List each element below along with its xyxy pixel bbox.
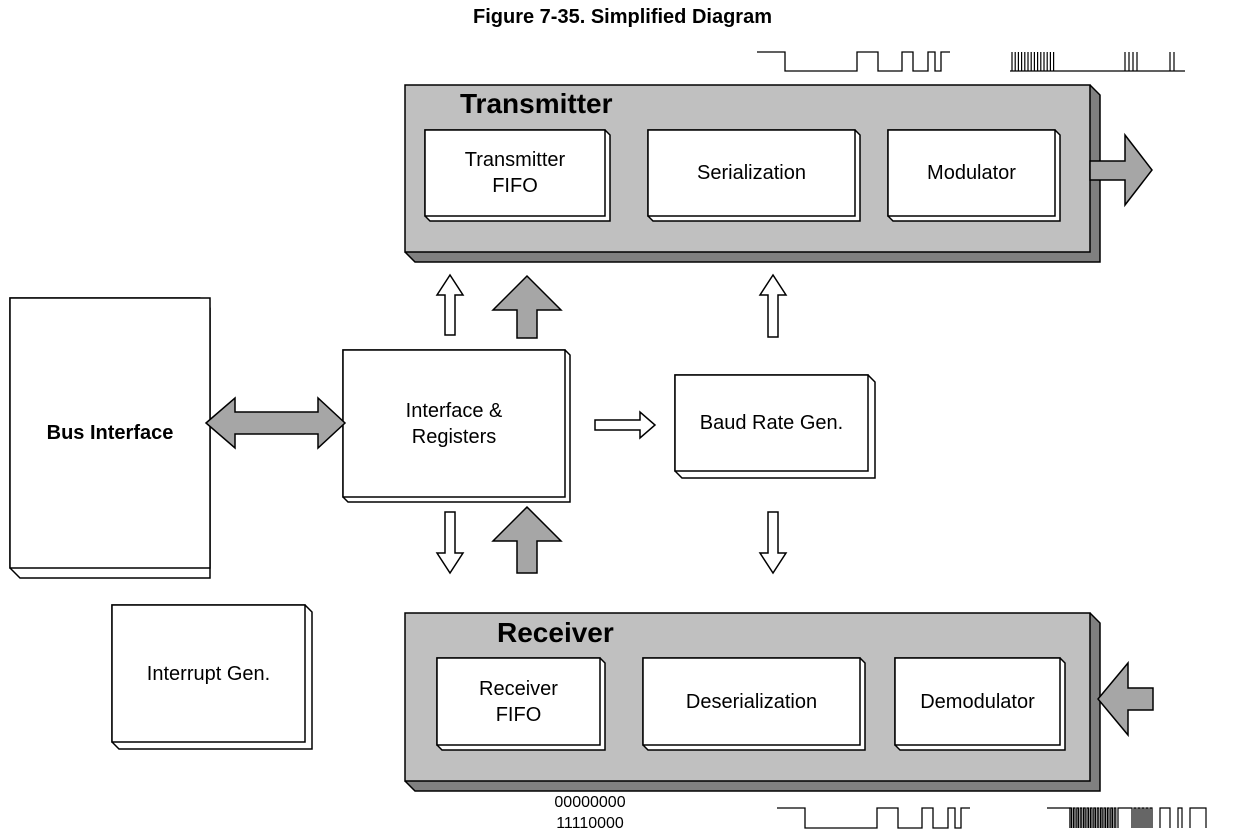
- demodulator-box: [894, 657, 1066, 751]
- bus-interface-label: Bus Interface: [46, 422, 174, 444]
- receiver-title: Receiver: [497, 617, 614, 648]
- hollow-arrow-up-left: [435, 273, 465, 336]
- serialization-label: Serialization: [697, 162, 806, 184]
- rx-waveform: [777, 807, 970, 829]
- baud-rate-gen-label: Baud Rate Gen.: [699, 412, 844, 434]
- modulator-box: [887, 129, 1061, 222]
- tx-pulse-train: [1010, 52, 1185, 72]
- receiver-fifo-label: Receiver FIFO: [479, 677, 558, 726]
- deserialization-box: [642, 657, 866, 751]
- modulator-label: Modulator: [927, 162, 1016, 184]
- gray-arrow-output: [1089, 132, 1153, 208]
- figure-title: Figure 7-35. Simplified Diagram: [473, 6, 772, 28]
- gray-double-arrow: [204, 396, 347, 450]
- bit-pattern-1: 00000000: [554, 794, 626, 811]
- hollow-arrow-down-left: [435, 511, 465, 575]
- bus-interface-box: [9, 297, 211, 579]
- hollow-arrow-down-baud: [758, 511, 788, 575]
- bit-pattern-2: 11110000: [556, 815, 624, 832]
- hollow-arrow-up-baud: [758, 273, 788, 338]
- interrupt-gen-box: [111, 604, 313, 750]
- transmitter-fifo-label: Transmitter FIFO: [464, 149, 566, 197]
- interface-registers-label: Interface & Registers: [405, 399, 503, 448]
- transmitter-fifo-box: [424, 129, 611, 222]
- hollow-arrow-right: [594, 410, 657, 440]
- rx-pulse-train: [1047, 807, 1207, 828]
- receiver-fifo-box: [436, 657, 606, 751]
- gray-arrow-input: [1097, 660, 1154, 738]
- interface-registers-box: [342, 349, 571, 503]
- serialization-box: [647, 129, 861, 222]
- tx-waveform: [757, 51, 950, 72]
- deserialization-label: Deserialization: [685, 690, 818, 713]
- gray-arrow-up-top: [491, 274, 563, 339]
- gray-arrow-up-bottom: [491, 505, 563, 574]
- transmitter-title: Transmitter: [460, 88, 613, 119]
- interrupt-gen-label: Interrupt Gen.: [146, 662, 271, 685]
- baud-rate-gen-box: [674, 374, 876, 479]
- demodulator-label: Demodulator: [920, 690, 1035, 713]
